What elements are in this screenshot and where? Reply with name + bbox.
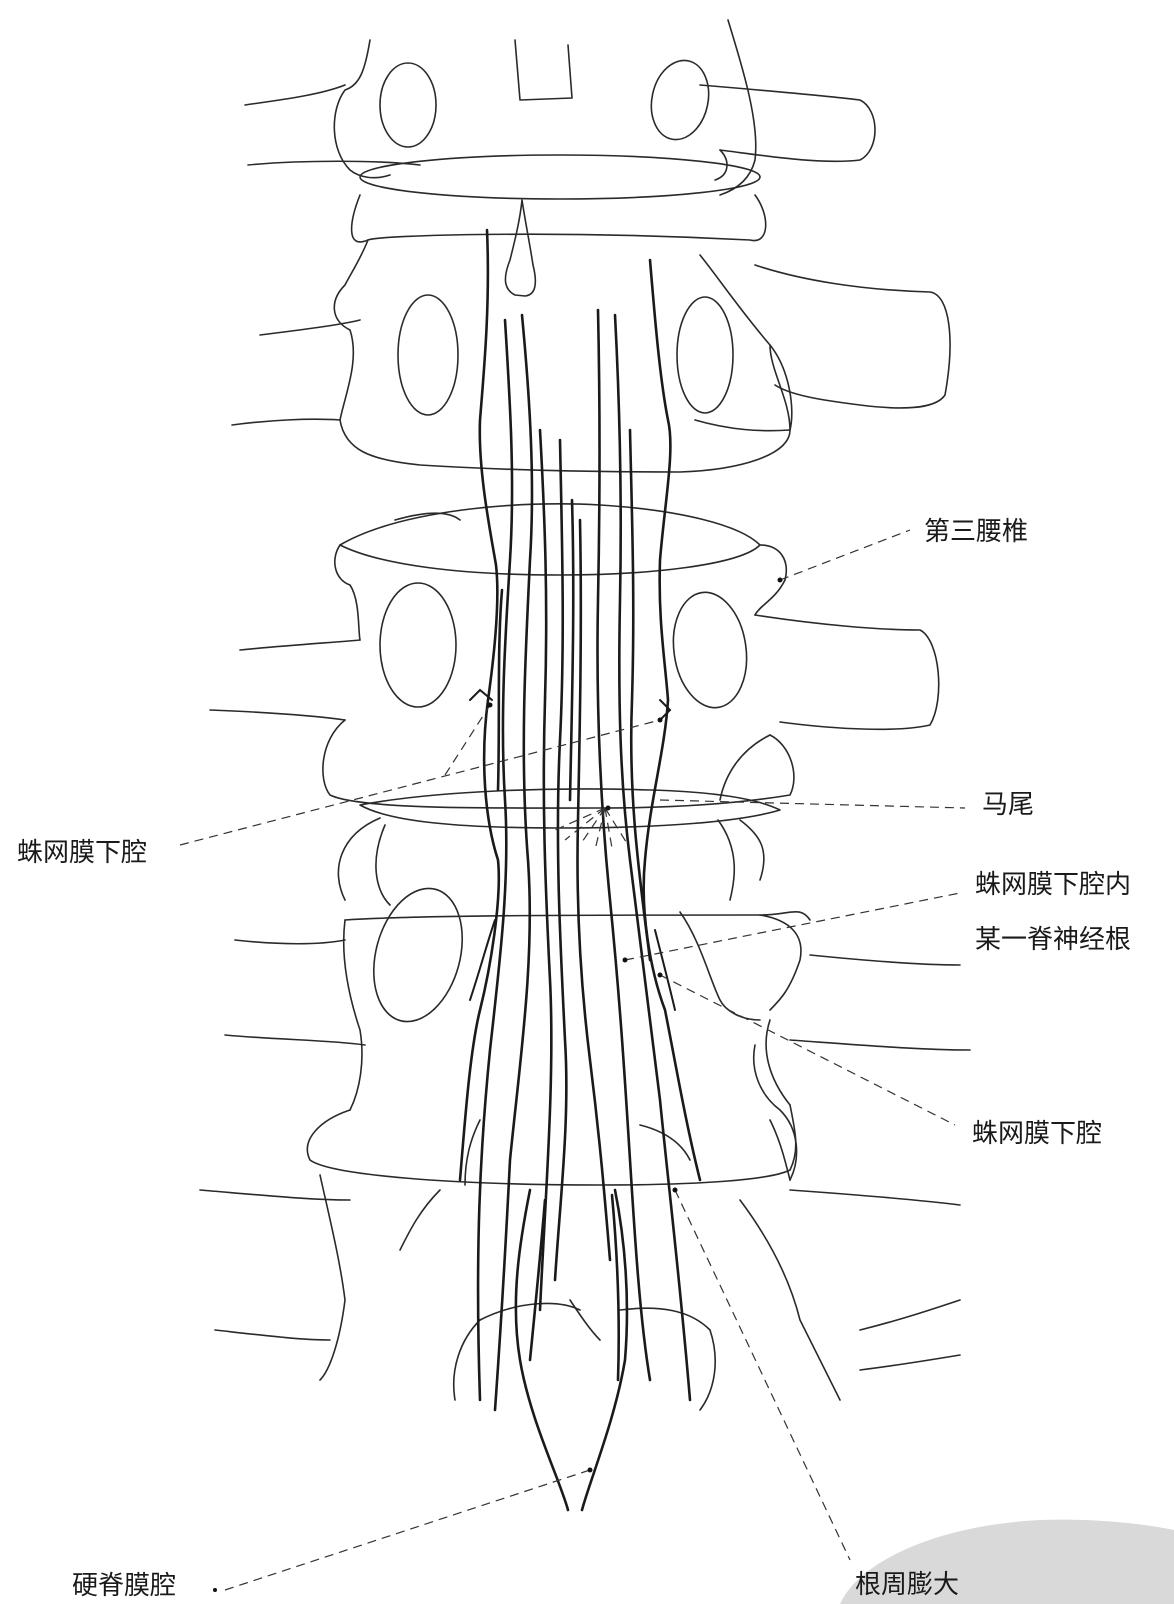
vertebra-l2 — [232, 195, 950, 575]
cauda-hatching — [555, 808, 628, 850]
label-root-sleeve: 根周膨大 — [855, 1572, 959, 1598]
top-vertebra — [245, 20, 875, 199]
label-cauda-equina: 马尾 — [982, 792, 1034, 818]
dural-sac — [460, 230, 700, 1510]
label-subarachnoid-space-left: 蛛网膜下腔 — [17, 840, 147, 866]
label-third-lumbar-vertebra: 第三腰椎 — [924, 519, 1028, 545]
filum-tip — [505, 200, 535, 296]
lower-vertebra — [215, 1175, 960, 1410]
label-epidural-space: 硬脊膜腔 — [72, 1573, 176, 1599]
label-nerve-root-line1: 蛛网膜下腔内 — [975, 872, 1131, 898]
label-nerve-root-line2: 某一脊神经根 — [975, 927, 1131, 953]
cauda-equina — [470, 310, 690, 1410]
label-subarachnoid-space-right: 蛛网膜下腔 — [972, 1121, 1102, 1147]
